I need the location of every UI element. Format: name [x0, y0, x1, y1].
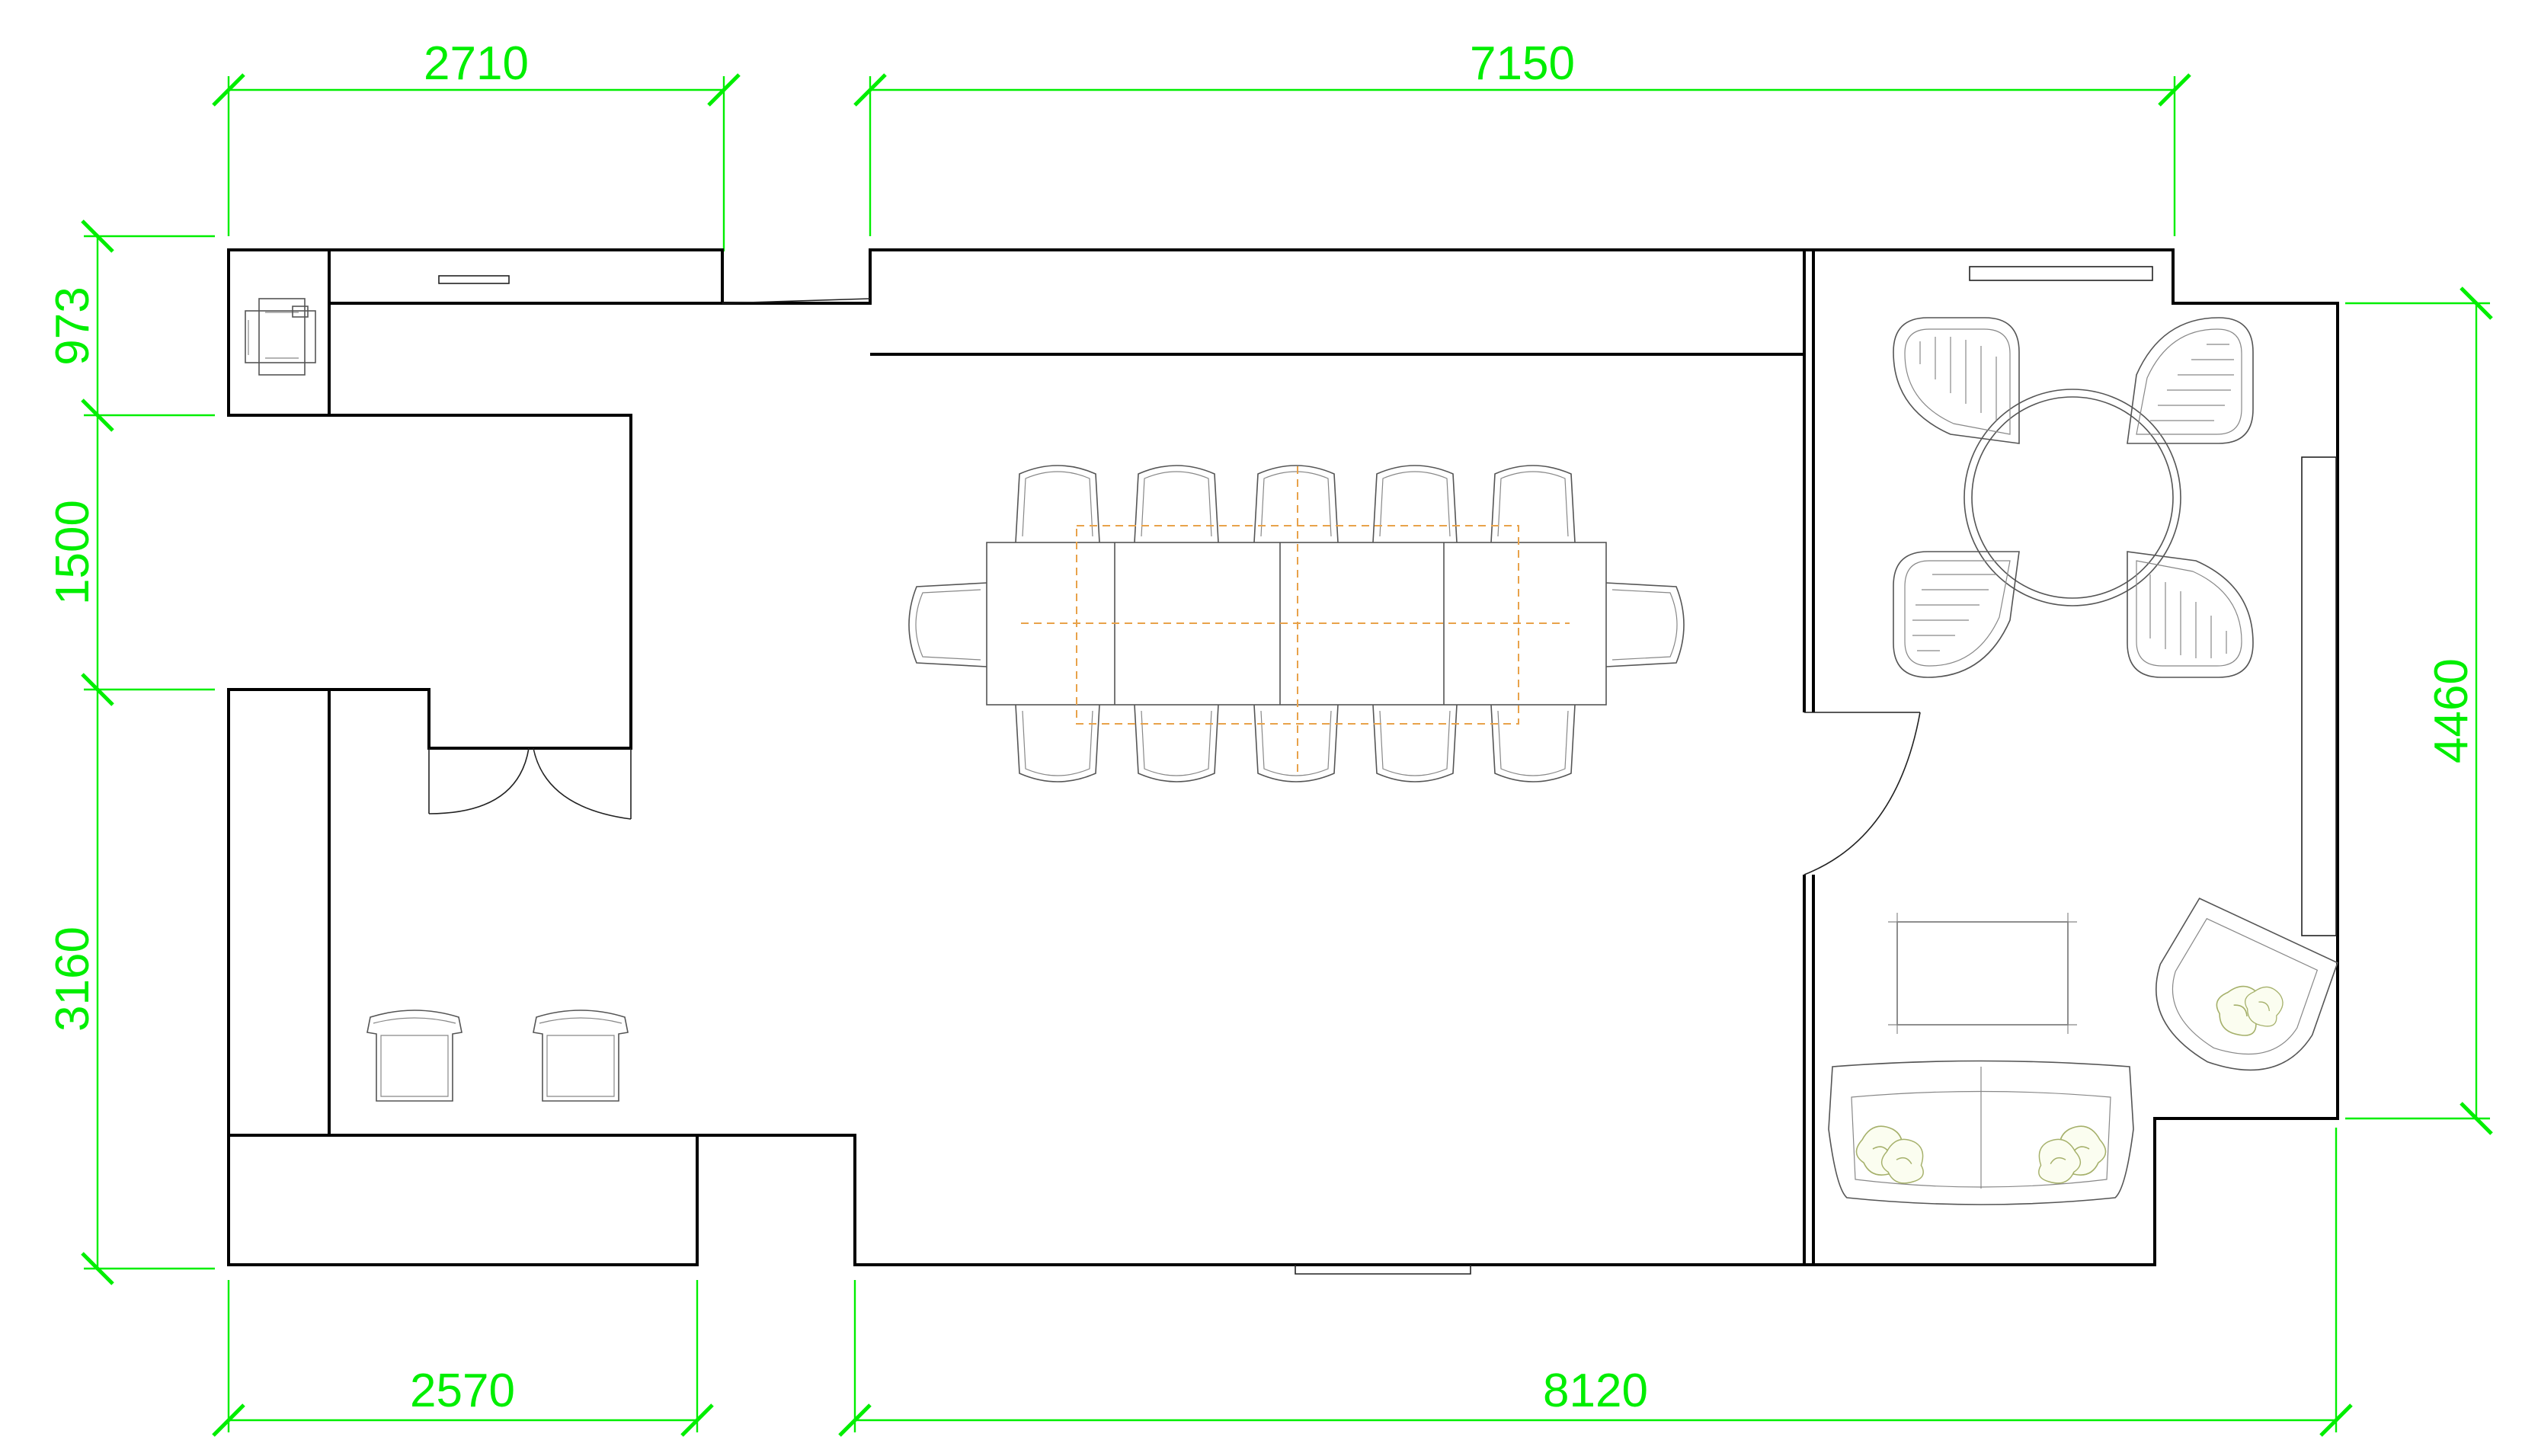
armchair [2156, 898, 2338, 1071]
conference-table [908, 465, 1685, 782]
dimension-top-right: 7150 [853, 37, 2191, 236]
coffee-table [1888, 913, 2077, 1034]
dimension-label-top-right: 7150 [1470, 37, 1575, 90]
wall-shelf-left [438, 275, 510, 284]
round-table-group [1893, 317, 2254, 678]
stool-left [366, 1010, 462, 1102]
wall-shelf-right [1969, 266, 2153, 281]
dimension-label-left-2: 1500 [46, 500, 99, 605]
lounge-door [1803, 712, 1921, 875]
double-door [428, 747, 632, 820]
dimension-right: 4460 [2345, 286, 2493, 1135]
dimension-left: 973 1500 3160 [46, 219, 215, 1285]
wall-panel-right [2301, 456, 2337, 936]
dimension-bottom-left: 2570 [212, 1280, 714, 1437]
dimension-label-left-1: 973 [46, 286, 99, 365]
stool-right [533, 1010, 629, 1102]
dimension-label-right: 4460 [2425, 658, 2478, 763]
dimension-label-bottom-left: 2570 [410, 1365, 515, 1417]
walls [227, 248, 2339, 1275]
dimension-label-left-3: 3160 [46, 926, 99, 1032]
printer-icon [245, 298, 316, 376]
dimension-bottom-right: 8120 [838, 1128, 2353, 1437]
dimension-label-top-left: 2710 [424, 37, 529, 90]
sofa [1828, 1060, 2134, 1205]
dimension-label-bottom-right: 8120 [1543, 1365, 1648, 1417]
dimension-top-left: 2710 [212, 37, 741, 251]
